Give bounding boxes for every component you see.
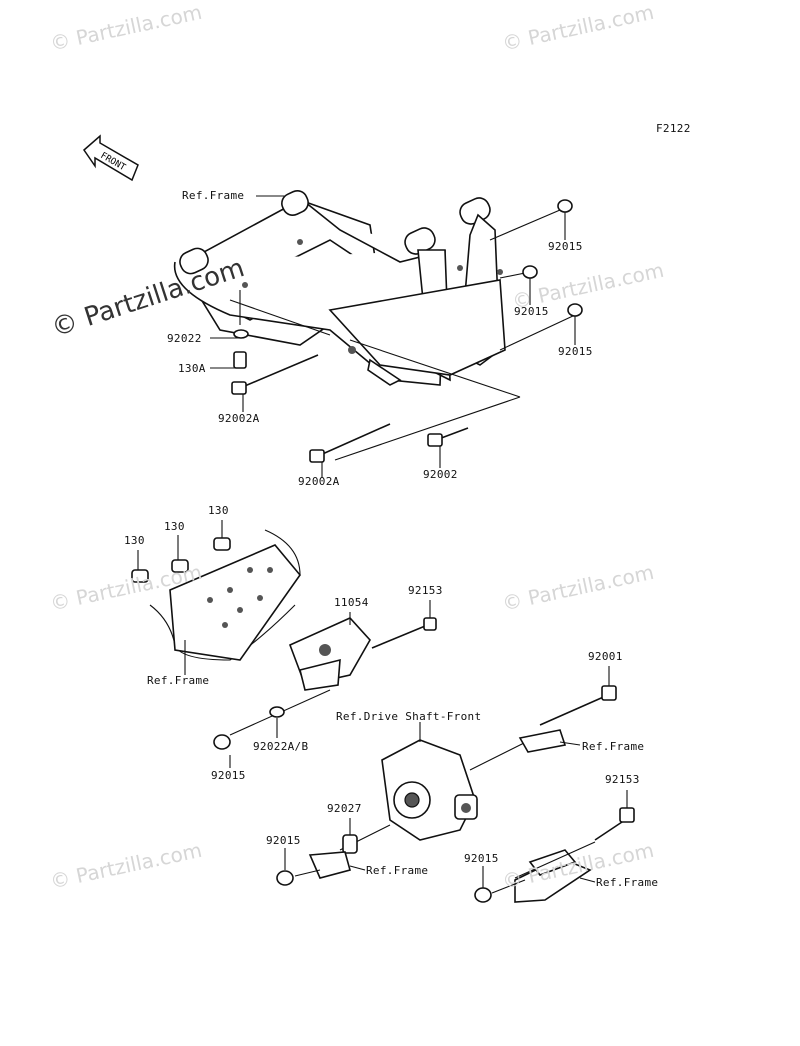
label-130a: 130A bbox=[178, 362, 206, 375]
label-92153: 92153 bbox=[408, 584, 443, 597]
label-92015: 92015 bbox=[464, 852, 499, 865]
label-ref-drive-shaft-front: Ref.Drive Shaft-Front bbox=[336, 710, 482, 723]
label-92022: 92022 bbox=[167, 332, 202, 345]
label-11054: 11054 bbox=[334, 596, 369, 609]
label-92015: 92015 bbox=[558, 345, 593, 358]
label-92002a: 92002A bbox=[218, 412, 260, 425]
label-ref-frame: Ref.Frame bbox=[366, 864, 429, 877]
label-130: 130 bbox=[124, 534, 145, 547]
label-92015: 92015 bbox=[266, 834, 301, 847]
figure-code: F2122 bbox=[656, 122, 691, 135]
label-130: 130 bbox=[208, 504, 229, 517]
label-ref-frame: Ref.Frame bbox=[596, 876, 659, 889]
label-92002a: 92002A bbox=[298, 475, 340, 488]
label-92022ab: 92022A/B bbox=[253, 740, 309, 753]
drive-shaft-assembly bbox=[276, 666, 635, 903]
label-92001: 92001 bbox=[588, 650, 623, 663]
front-arrow-icon: FRONT bbox=[83, 134, 139, 182]
label-92015: 92015 bbox=[548, 240, 583, 253]
label-ref-frame: Ref.Frame bbox=[147, 674, 210, 687]
label-92015: 92015 bbox=[514, 305, 549, 318]
bracket-assembly bbox=[131, 520, 437, 768]
label-ref-frame: Ref.Frame bbox=[582, 740, 645, 753]
label-92002: 92002 bbox=[423, 468, 458, 481]
label-130: 130 bbox=[164, 520, 185, 533]
label-92027: 92027 bbox=[327, 802, 362, 815]
label-ref-frame: Ref.Frame bbox=[182, 189, 245, 202]
label-92015: 92015 bbox=[211, 769, 246, 782]
label-92153: 92153 bbox=[605, 773, 640, 786]
frame-assembly bbox=[173, 190, 583, 478]
